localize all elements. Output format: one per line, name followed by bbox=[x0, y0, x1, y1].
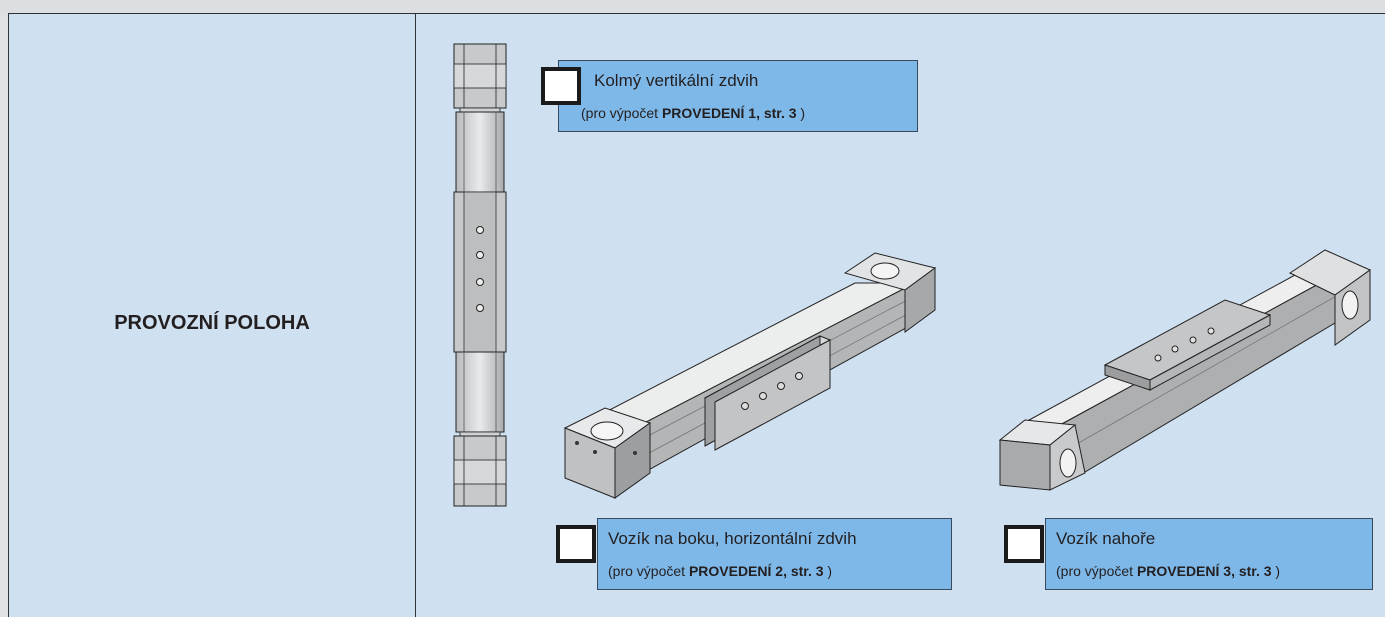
option-top-title: Vozík nahoře bbox=[1056, 529, 1156, 548]
option-vertical-subtitle: (pro výpočet PROVEDENÍ 1, str. 3 ) bbox=[581, 105, 806, 121]
label-cell: PROVOZNÍ POLOHA bbox=[8, 13, 415, 617]
option-top: Vozík nahoře (pro výpočet PROVEDENÍ 3, s… bbox=[1004, 518, 1373, 590]
option-vertical: Kolmý vertikální zdvih (pro výpočet PROV… bbox=[541, 60, 918, 132]
vertical-actuator-image bbox=[453, 43, 507, 507]
checkbox-top[interactable] bbox=[1004, 525, 1044, 563]
option-side-subtitle: (pro výpočet PROVEDENÍ 2, str. 3 ) bbox=[608, 563, 833, 579]
option-vertical-title: Kolmý vertikální zdvih bbox=[594, 71, 759, 90]
side-carriage-actuator-image bbox=[563, 252, 937, 499]
checkbox-side[interactable] bbox=[556, 525, 596, 563]
top-band bbox=[0, 0, 1385, 13]
option-side-title: Vozík na boku, horizontální zdvih bbox=[608, 529, 857, 548]
checkbox-vertical[interactable] bbox=[541, 67, 581, 105]
top-carriage-actuator-image bbox=[998, 249, 1372, 491]
section-title: PROVOZNÍ POLOHA bbox=[114, 312, 310, 334]
option-top-subtitle: (pro výpočet PROVEDENÍ 3, str. 3 ) bbox=[1056, 563, 1281, 579]
option-side: Vozík na boku, horizontální zdvih (pro v… bbox=[556, 518, 952, 590]
